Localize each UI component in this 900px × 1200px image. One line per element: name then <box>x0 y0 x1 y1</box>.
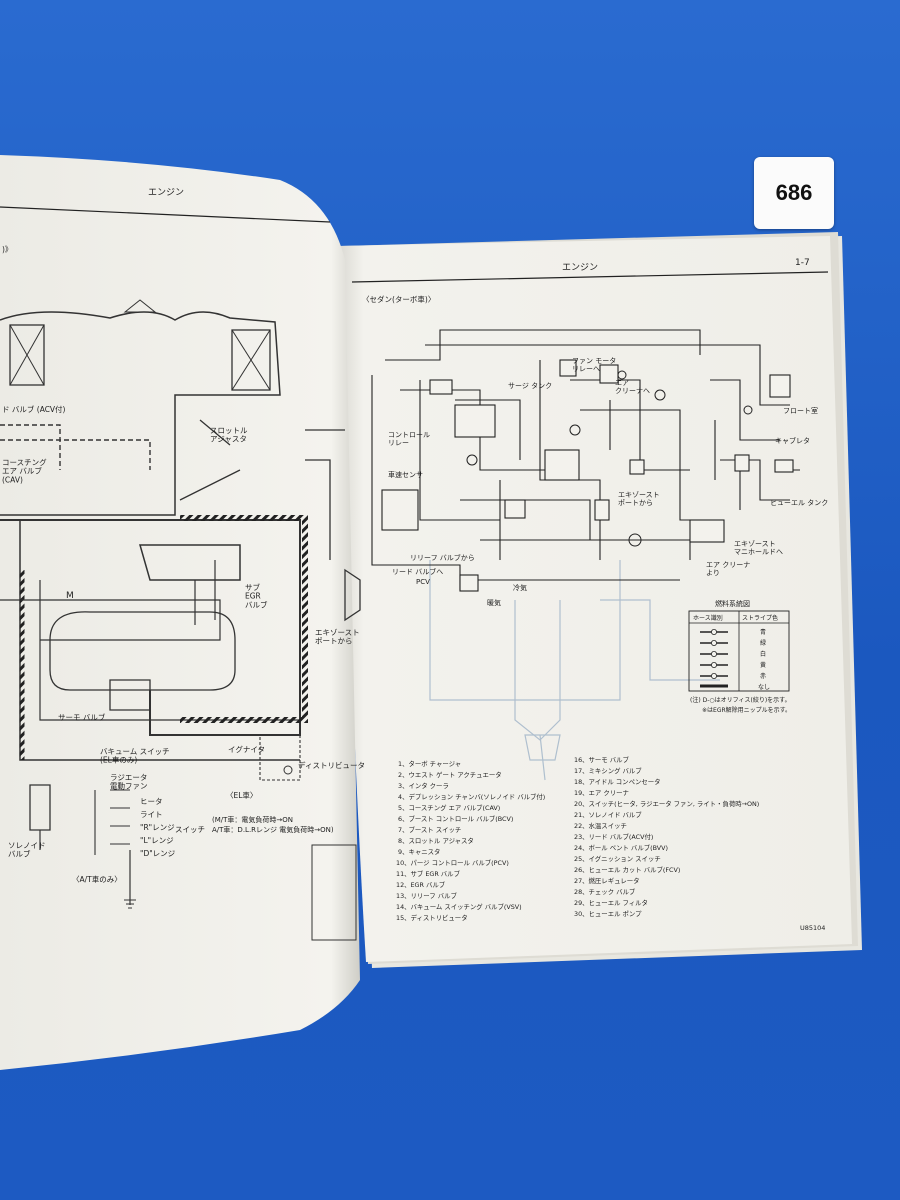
part-4: 4、デプレッション チャンバ(ソレノイド バルブ付) <box>398 792 545 801</box>
right-header: エンジン <box>562 263 598 273</box>
left-label-radiator-fan: ラジエータ電動ファン <box>110 773 148 791</box>
part-18: 18、アイドル コンペンセータ <box>574 777 661 786</box>
part-17: 17、ミキシング バルブ <box>574 766 642 775</box>
left-label-throttle-adj: スロットルアジャスタ <box>210 426 248 444</box>
part-19: 19、エア クリーナ <box>574 789 629 797</box>
part-1: 1、ターボ チャージャ <box>398 759 461 768</box>
footer-code: U85104 <box>800 924 825 932</box>
legend-row-green: 緑 <box>760 639 766 647</box>
part-5: 5、コースチング エア バルブ(CAV) <box>398 803 500 812</box>
diagram-label-warm-air: 暖気 <box>487 598 501 607</box>
left-label-at-note: A/T車：D.L.Rレンジ 電気負荷時→ON) <box>212 825 334 834</box>
part-22: 22、水温スイッチ <box>574 821 627 830</box>
diagram-label-air-cleaner-from: エア クリーナより <box>706 561 750 577</box>
item-number: 686 <box>775 180 813 205</box>
left-label-light: ライト <box>140 810 163 819</box>
part-10: 10、パージ コントロール バルブ(PCV) <box>396 858 509 867</box>
part-14: 14、バキューム スイッチング バルブ(VSV) <box>396 902 522 911</box>
left-label-igniter: イグナイタ <box>228 744 265 754</box>
left-label-l-range: "L"レンジ <box>140 836 174 845</box>
left-label-heater: ヒータ <box>140 797 163 806</box>
left-header: エンジン <box>148 188 184 198</box>
part-20: 20、スイッチ(ヒータ, ラジエータ ファン, ライト・負荷時→ON) <box>574 799 759 808</box>
legend-header-hose: ホース識別 <box>693 614 723 622</box>
part-9: 9、キャニスタ <box>398 847 440 856</box>
right-page-number: 1-7 <box>795 258 810 268</box>
part-2: 2、ウエスト ゲート アクチュエータ <box>398 770 502 779</box>
left-label-switch: スイッチ <box>175 825 205 834</box>
part-23: 23、リード バルブ(ACV付) <box>574 832 653 841</box>
part-25: 25、イグニッション スイッチ <box>574 854 661 863</box>
part-11: 11、サブ EGR バルブ <box>396 869 461 878</box>
parts-list-left: 1、ターボ チャージャ 2、ウエスト ゲート アクチュエータ 3、インタ クーラ… <box>396 759 545 922</box>
part-26: 26、ヒューエル カット バルブ(FCV) <box>574 865 680 874</box>
left-label-d-range: "D"レンジ <box>140 849 176 858</box>
part-15: 15、ディストリビュータ <box>396 913 468 922</box>
diagram-label-exhaust-port: エキゾーストポートから <box>618 491 660 507</box>
diagram-label-control-relay: コントロールリレー <box>388 431 430 447</box>
diagram-label-vehicle-speed: 車速センサ <box>388 470 423 479</box>
part-8: 8、スロットル アジャスタ <box>398 836 474 845</box>
legend-row-red: 赤 <box>760 673 766 680</box>
left-label-vacuum-switch: バキューム スイッチ(EL車のみ) <box>100 747 170 765</box>
part-28: 28、チェック バルブ <box>574 887 636 896</box>
legend-row-none: なし <box>758 684 770 691</box>
note-orifice: (注) D-○はオリフィス(絞り)を示す。 <box>690 696 791 704</box>
diagram-label-pcv: PCV <box>416 578 430 586</box>
legend-row-blue: 青 <box>760 628 766 636</box>
diagram-label-fuel-tank: ヒューエル タンク <box>770 498 828 507</box>
part-7: 7、ブースト スイッチ <box>398 825 461 834</box>
part-29: 29、ヒューエル フィルタ <box>574 898 648 907</box>
left-label-thermo: サーモ バルブ <box>58 712 106 722</box>
legend-title: 燃料系統図 <box>715 599 750 608</box>
legend-row-yellow: 黄 <box>760 661 766 669</box>
diagram-label-float-chamber: フロート室 <box>783 406 818 415</box>
diagram-label-relief-valve: リリーフ バルブから <box>410 553 475 562</box>
legend-row-white: 白 <box>760 650 766 658</box>
left-label-m: M <box>66 591 74 601</box>
part-16: 16、サーモ バルブ <box>574 755 630 764</box>
part-30: 30、ヒューエル ポンプ <box>574 910 642 918</box>
left-label-distributor: ディストリビュータ <box>298 760 365 770</box>
diagram-label-lead-valve: リード バルブへ <box>392 567 443 576</box>
diagram-label-surge-tank: サージ タンク <box>508 381 552 390</box>
left-label-lead-valve: ド バルブ (ACV付) <box>2 404 66 414</box>
left-label-exhaust-port: エキゾーストポートから <box>315 628 360 646</box>
part-3: 3、インタ クーラ <box>398 781 449 790</box>
part-27: 27、燃圧レギュレータ <box>574 876 640 885</box>
part-6: 6、ブースト コントロール バルブ(BCV) <box>398 814 513 823</box>
diagram-label-exhaust-manifold: エキゾーストマニホールドへ <box>734 540 783 556</box>
right-page-content: エンジン 1-7 〈セダン(ターボ車)〉 <box>351 258 828 932</box>
diagram-label-cold-air: 冷気 <box>513 583 527 592</box>
right-section-title: 〈セダン(ターボ車)〉 <box>362 294 435 304</box>
left-label-at-only: 〈A/T車のみ〉 <box>72 874 122 884</box>
legend-header-stripe: ストライプ色 <box>742 614 778 622</box>
parts-list-right: 16、サーモ バルブ 17、ミキシング バルブ 18、アイドル コンペンセータ … <box>574 755 759 918</box>
part-12: 12、EGR バルブ <box>396 880 446 889</box>
item-number-tag: 686 <box>754 157 834 229</box>
diagram-label-fan-motor: ファン モータリレーへ <box>572 356 616 373</box>
left-page-content: エンジン )》 ド バルブ (ACV付) スロットルアジャスタ <box>0 188 365 941</box>
left-label-el-car: 〈EL車〉 <box>226 790 257 800</box>
left-label-r-range: "R"レンジ <box>140 823 175 832</box>
diagram-label-carburetor: キャブレタ <box>775 436 810 445</box>
note-egr: ※はEGR解除用ニップルを示す。 <box>702 706 791 714</box>
left-label-solenoid: ソレノイドバルブ <box>8 841 46 859</box>
left-label-mt-note: (M/T車：電気負荷時→ON <box>212 815 293 824</box>
part-24: 24、ボール ベント バルブ(BVV) <box>574 843 668 852</box>
left-label-coasting: コースチングエア バルブ(CAV) <box>2 457 47 484</box>
part-21: 21、ソレノイド バルブ <box>574 810 642 819</box>
left-top-fragment: )》 <box>2 245 12 254</box>
diagram-label-air-cleaner-to: エアクリーナへ <box>615 379 650 395</box>
part-13: 13、リリーフ バルブ <box>396 891 458 900</box>
